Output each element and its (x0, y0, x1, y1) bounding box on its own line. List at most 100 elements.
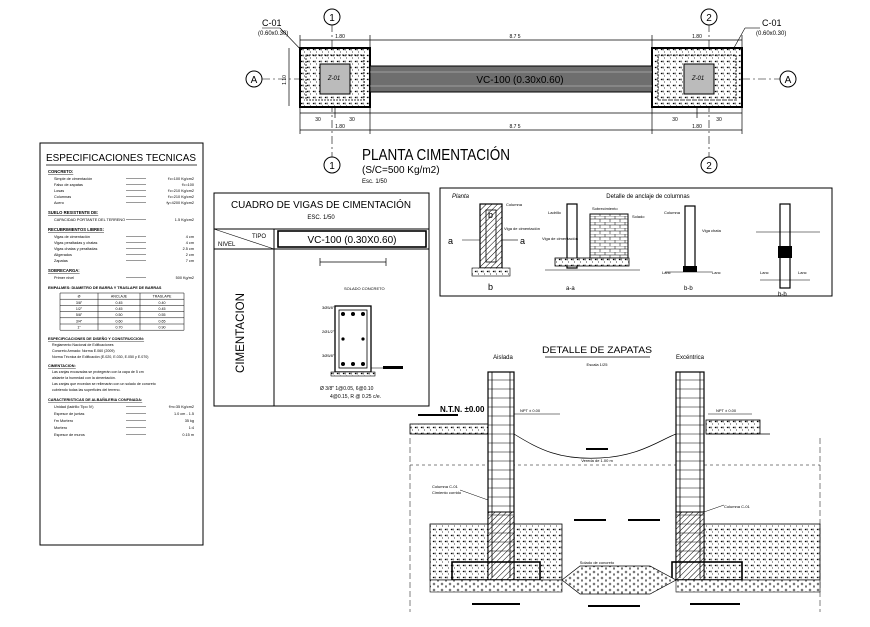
spec-value: 1.0 cm - 1.5 (174, 412, 194, 416)
spec-item: Primer nivel (54, 276, 74, 280)
spec-value: 4 cm (186, 235, 194, 239)
spec-item: Vigas chatas y peraltadas (54, 247, 98, 251)
spec-value: 0.15 m (182, 433, 194, 437)
spec-value: 2 cm (186, 253, 194, 257)
ntn-level: N.T.N. ±0.00 (440, 405, 485, 414)
beam-label: VC-100 (0.30x0.60) (476, 75, 563, 86)
dim-bottom-mid: 8.7 5 (509, 124, 520, 130)
spec-value: 4 cm (186, 241, 194, 245)
foundation-beam (369, 65, 653, 93)
spec-line: Concreto Armado: Norma E.060 (2009) (52, 349, 115, 353)
splice-cell: 0.40 (159, 301, 166, 305)
splice-cell: 0.45 (159, 307, 166, 311)
axis-bubble-a-left: A (245, 70, 263, 88)
spec-value: f'c=100 Kg/cm2 (168, 177, 194, 181)
spec-value: 500 Kg/m2 (176, 276, 194, 280)
axis-bubble-2-top: 2 (700, 8, 718, 26)
bars-mid-label: 2Ø1/2" (322, 329, 335, 334)
spec-heading: CIMENTACION: (48, 364, 76, 368)
spec-item: Espesor de muros (54, 433, 85, 437)
spec-item: Falso de zapatas (54, 183, 83, 187)
spec-line: Las zanjas excavadas se protegerán con l… (52, 370, 144, 374)
plan-title: PLANTA CIMENTACIÓN (362, 145, 510, 164)
col-label-2: Viga de cimentación (504, 226, 540, 231)
foundation-plan: 1.80 8.7 5 1.80 30 30 30 30 1.80 8.7 5 1… (245, 8, 797, 185)
svg-text:A: A (251, 75, 258, 86)
footing-title: DETALLE DE ZAPATAS (542, 345, 652, 355)
footing-left (299, 47, 371, 108)
npt-right: NPT ± 0.00 (716, 408, 737, 413)
isolated-label: Aislada (493, 355, 513, 361)
column-anchorage-detail: Detalle de anclaje de columnas Planta a … (439, 187, 833, 298)
section-b-b-1 (665, 205, 712, 273)
beam-table-scale: ESC. 1/50 (307, 215, 335, 221)
solado-label: SOLADO CONCRETO (344, 286, 385, 291)
spec-line: Las zanjas que excedan se rellenarán con… (52, 382, 156, 386)
axis-bubble-1-bottom: 1 (323, 156, 341, 174)
splice-header: TRASLAPE (153, 295, 172, 299)
cimentacion-row-label: CIMENTACION (233, 293, 247, 373)
solado-footing-label: Solado de concreto (580, 560, 615, 565)
spec-value: 1:4 (189, 426, 194, 430)
footing-right-label: Z-01 (691, 76, 704, 82)
lanc-label-1: Lanc (662, 270, 671, 275)
spec-heading: SUELO RESISTENTE DE: (48, 210, 98, 215)
spec-value: 2.5 cm (183, 247, 194, 251)
axis-bubble-a-right: A (779, 70, 797, 88)
dim-small-3: 30 (672, 117, 678, 123)
specs-title: ESPECIFICACIONES TECNICAS (46, 153, 196, 164)
col-label-3: Ladrillo (548, 210, 562, 215)
spec-heading: CARACTERISTICAS DE ALBAÑILERIA CONFINADA… (48, 397, 142, 402)
column-plan-label: Planta (452, 194, 470, 200)
col-label-5: Viga de cimentación (542, 236, 578, 241)
section-mark-a-left: a (448, 236, 453, 246)
dim-small-2: 30 (349, 117, 355, 123)
section-mark-b-top: b (488, 210, 493, 220)
section-a-a (545, 203, 640, 271)
col-tag-right-sub: (0.60x0.30) (756, 31, 786, 37)
spec-item: Mortero (54, 426, 67, 430)
spec-heading: ESPECIFICACIONES DE DISEÑO Y CONSTRUCCIO… (48, 336, 144, 341)
spec-line: Reglamento Nacional de Edificaciones (52, 343, 114, 347)
spec-item: Acero (54, 201, 64, 205)
npt-left: NPT ± 0.00 (520, 408, 541, 413)
section-b-b-label-2: b-b (778, 292, 787, 298)
spec-heading: SOBRECARGA: (48, 268, 80, 273)
spec-value: f'c=100 (182, 183, 194, 187)
spec-heading: RECUBRIMIENTOS LIBRES: (48, 227, 104, 232)
spec-item: CAPACIDAD PORTANTE DEL TERRENO (54, 218, 125, 222)
dim-top-right: 1.80 (692, 34, 702, 40)
eccentric-footing (671, 371, 821, 605)
spec-item: Vigas de cimentación (54, 235, 90, 239)
lanc-label-2: Lanc (712, 270, 721, 275)
splice-cell: 0.90 (159, 326, 166, 330)
col-label-6: Solado (632, 214, 645, 219)
spec-item: Vigas peraltadas y chatas (54, 241, 98, 245)
section-a-a-label: a-a (566, 286, 575, 292)
dim-small-4: 30 (716, 117, 722, 123)
spec-line: cubriendo todas las superficies del terr… (52, 388, 121, 392)
bars-top-label: 3Ø5/8" (322, 305, 335, 310)
column-detail-title: Detalle de anclaje de columnas (606, 194, 689, 200)
lanc-label-3: Lanc (760, 270, 769, 275)
spec-item: Unidad (ladrillo Tipo IV) (54, 405, 94, 409)
splice-cell: 1" (77, 326, 81, 330)
spec-item: Espesor de juntas (54, 412, 84, 416)
cimiento-label: Cimiento corrido (432, 490, 462, 495)
plan-dimension-top (299, 35, 743, 48)
spec-value: f'm=35 Kg/cm2 (169, 405, 194, 409)
isolated-footing (429, 371, 563, 605)
col-tag-left: C-01 (262, 18, 282, 28)
col-label-1: Columna (506, 202, 523, 207)
splice-cell: 0.65 (159, 319, 166, 323)
beam-schedule: CUADRO DE VIGAS DE CIMENTACIÓN ESC. 1/50… (213, 192, 430, 407)
splice-cell: 1/2" (76, 307, 83, 311)
spec-item: Losas (54, 189, 64, 193)
col-label-7: Columna (664, 210, 681, 215)
spec-value: 35 kg (185, 419, 194, 423)
svg-text:1: 1 (329, 13, 335, 24)
dim-bottom-left: 1.80 (335, 124, 345, 130)
columna-label-left: Columna C-01 (432, 484, 459, 489)
